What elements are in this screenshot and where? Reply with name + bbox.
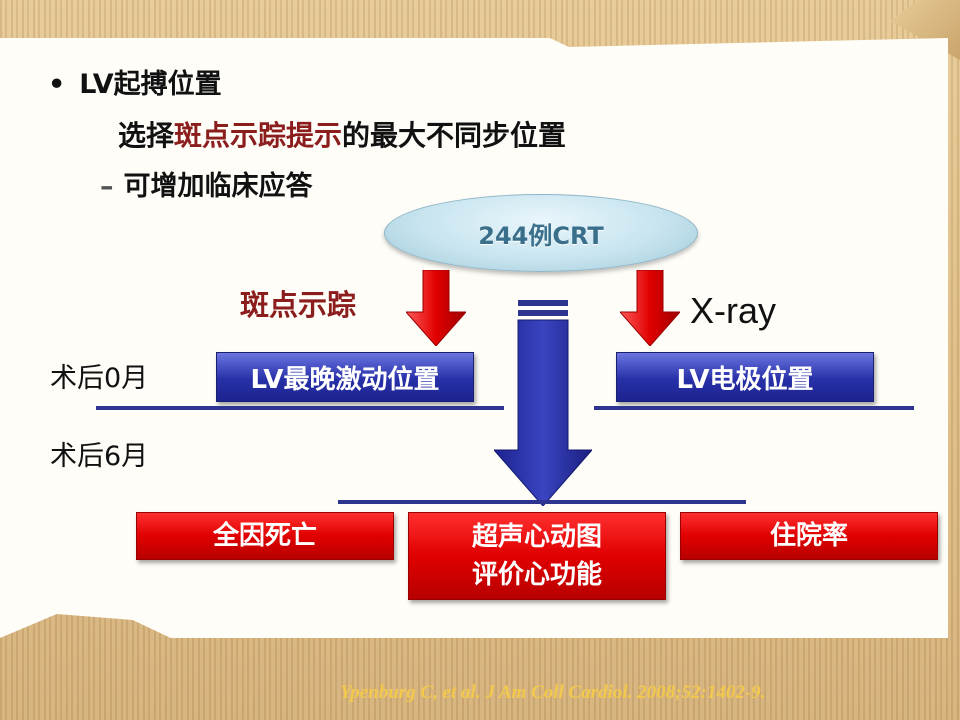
- cohort-ellipse: 244例CRT: [384, 194, 698, 272]
- outcome-hospitalization-label: 住院率: [769, 521, 848, 551]
- outcome-echo-line-2: 评价心功能: [471, 560, 602, 590]
- outcome-box-mortality: 全因死亡: [136, 512, 394, 560]
- subline-1-highlight: 斑点示踪提示: [174, 119, 343, 152]
- timeline-6: [338, 500, 746, 504]
- outcome-echo-line-1: 超声心动图: [471, 522, 602, 552]
- cohort-label: 244例CRT: [478, 221, 604, 250]
- outcome-box-echo: 超声心动图 评价心功能: [408, 512, 666, 600]
- outcome-box-hospitalization: 住院率: [680, 512, 938, 560]
- citation: Ypenburg C, et al. J Am Coll Cardiol. 20…: [340, 682, 766, 703]
- bullet-dot-icon: •: [48, 69, 66, 100]
- left-red-arrow-icon: [406, 270, 466, 346]
- subline-2: –可增加临床应答: [100, 164, 313, 203]
- bullet-text: LV起搏位置: [79, 69, 222, 100]
- subline-2-text: 可增加临床应答: [123, 171, 313, 202]
- big-blue-arrow-icon: [494, 300, 592, 506]
- left-blue-box-label: LV最晚激动位置: [250, 364, 440, 395]
- timeline-left-0: [96, 406, 504, 410]
- timeline-right-0: [594, 406, 914, 410]
- subline-1: 选择斑点示踪提示的最大不同步位置: [118, 114, 566, 154]
- time-label-6: 术后6月: [50, 441, 149, 472]
- right-blue-box: LV电极位置: [616, 352, 874, 402]
- outcome-mortality-label: 全因死亡: [212, 521, 317, 551]
- left-blue-box: LV最晚激动位置: [216, 352, 474, 402]
- bullet-heading: • LV起搏位置: [48, 62, 222, 101]
- subline-2-dash: –: [100, 171, 114, 202]
- right-red-arrow-icon: [620, 270, 680, 346]
- subline-1-suffix: 的最大不同步位置: [342, 119, 567, 152]
- right-blue-box-label: LV电极位置: [676, 364, 814, 395]
- time-label-0: 术后0月: [50, 363, 149, 394]
- left-method-label: 斑点示踪: [240, 288, 357, 322]
- subline-1-prefix: 选择: [118, 119, 175, 152]
- right-method-label: X-ray: [690, 290, 777, 331]
